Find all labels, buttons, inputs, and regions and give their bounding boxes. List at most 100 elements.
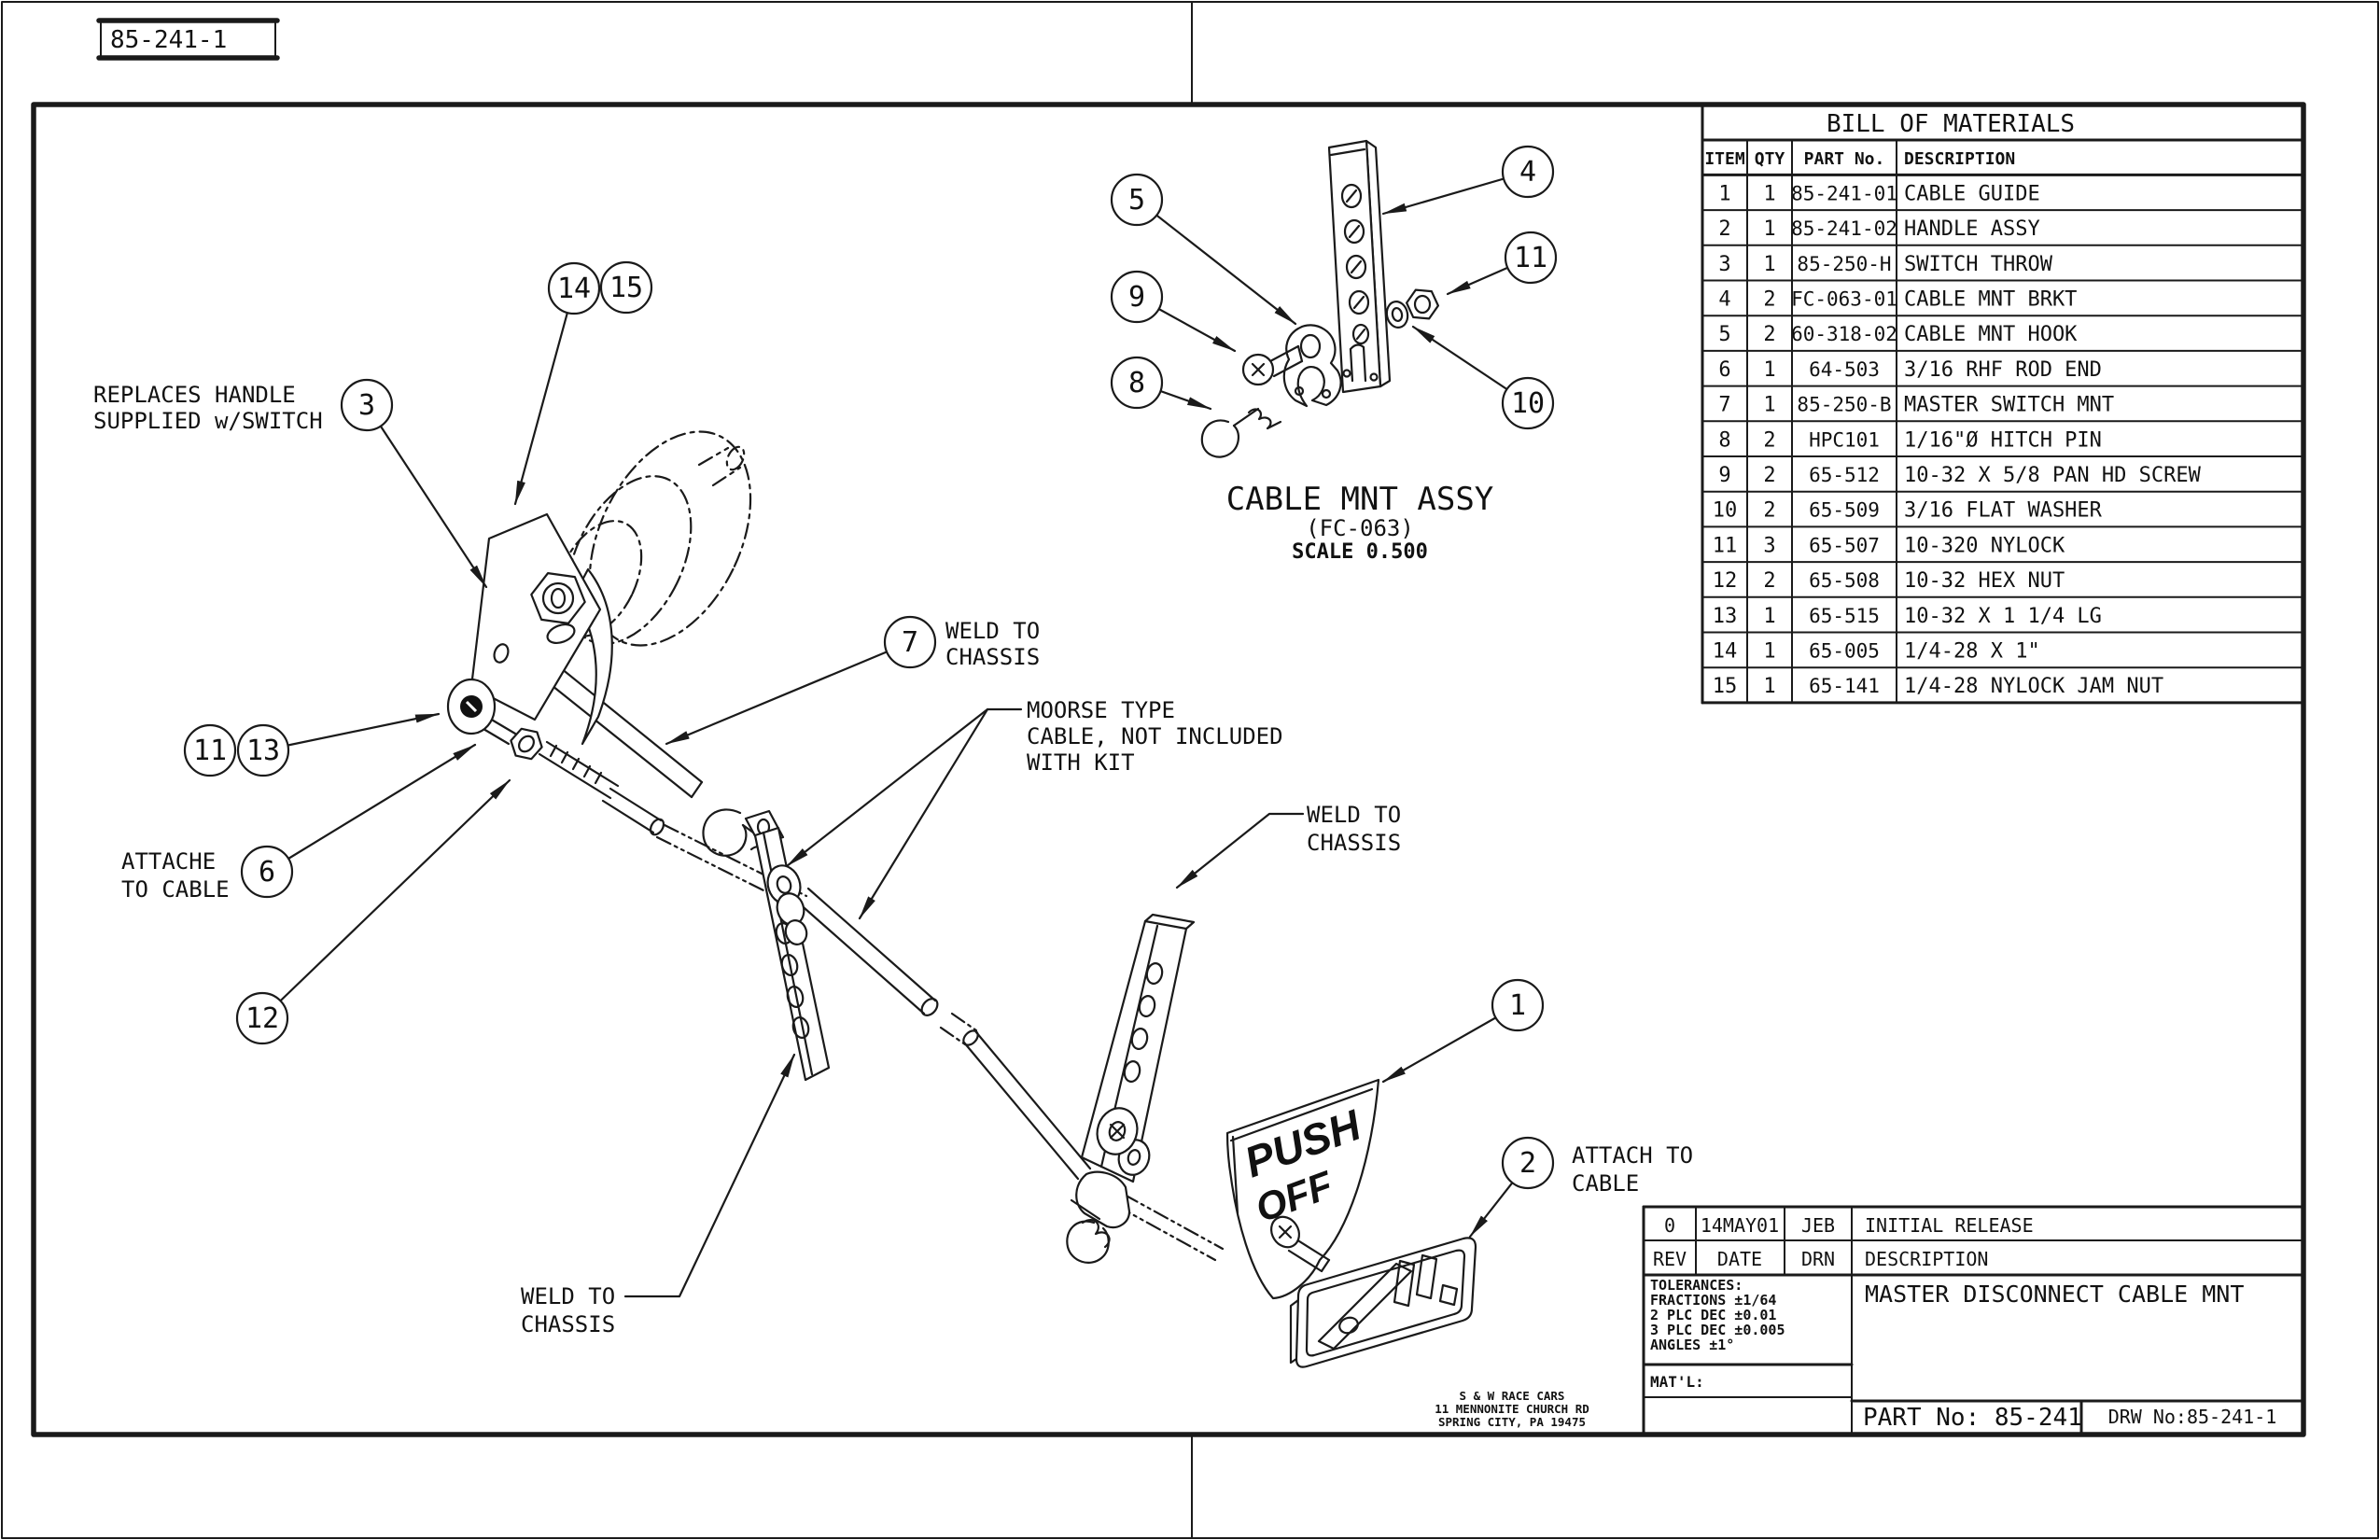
part-number: PART No: 85-241	[1863, 1404, 2082, 1432]
balloon-7: 7	[883, 615, 937, 669]
svg-text:65-507: 65-507	[1809, 534, 1880, 556]
svg-text:12: 12	[245, 1002, 279, 1035]
label-moorse-1: MOORSE TYPE	[1027, 697, 1175, 723]
balloon-1: 1	[1491, 978, 1545, 1032]
svg-text:2: 2	[1519, 1147, 1536, 1180]
detail-flat-washer	[1385, 301, 1409, 329]
balloon-10: 10	[1501, 376, 1555, 430]
svg-text:15: 15	[1713, 675, 1738, 698]
bom-col-item: ITEM	[1704, 149, 1745, 169]
label-attache-1: ATTACHE	[121, 848, 216, 875]
label-weld-switch-2: CHASSIS	[945, 644, 1040, 670]
svg-text:6: 6	[1718, 358, 1730, 382]
attach-screw	[1269, 1215, 1331, 1273]
svg-text:7: 7	[1718, 394, 1730, 417]
drw-number: DRW No:85-241-1	[2108, 1406, 2277, 1428]
svg-text:64-503: 64-503	[1809, 358, 1880, 381]
rev-header: REV	[1653, 1248, 1687, 1270]
svg-text:14: 14	[557, 273, 591, 305]
svg-text:65-509: 65-509	[1809, 499, 1880, 522]
annotation-labels: REPLACES HANDLE SUPPLIED w/SWITCH WELD T…	[93, 382, 1693, 1337]
bom-col-qty: QTY	[1755, 149, 1785, 169]
svg-text:85-250-H: 85-250-H	[1797, 253, 1891, 275]
svg-text:2: 2	[1718, 217, 1730, 241]
svg-text:1/16"Ø HITCH PIN: 1/16"Ø HITCH PIN	[1904, 428, 2102, 452]
svg-text:2: 2	[1763, 323, 1775, 346]
svg-text:85-241-01: 85-241-01	[1791, 182, 1897, 204]
bom-title: BILL OF MATERIALS	[1827, 110, 2075, 138]
svg-text:1: 1	[1763, 394, 1775, 417]
svg-text:13: 13	[1713, 605, 1738, 628]
bom-col-part: PART No.	[1804, 149, 1885, 169]
balloon-11-left: 11	[183, 723, 237, 777]
svg-text:HPC101: HPC101	[1809, 428, 1880, 451]
svg-text:FC-063-01: FC-063-01	[1791, 288, 1897, 311]
logo-swoosh	[1317, 1262, 1413, 1351]
svg-text:4: 4	[1718, 288, 1730, 312]
tolerances-1: TOLERANCES:	[1650, 1277, 1743, 1294]
doc-id-text: 85-241-1	[110, 26, 227, 54]
moorse-leader-a	[858, 707, 1023, 920]
threaded-rod-and-tube	[538, 740, 665, 836]
svg-text:14: 14	[1713, 640, 1738, 664]
label-replaces-1: REPLACES HANDLE	[93, 382, 296, 408]
svg-text:3/16 FLAT WASHER: 3/16 FLAT WASHER	[1904, 499, 2103, 523]
svg-text:1/4-28 NYLOCK JAM NUT: 1/4-28 NYLOCK JAM NUT	[1904, 675, 2163, 698]
svg-text:SWITCH THROW: SWITCH THROW	[1904, 253, 2053, 276]
svg-text:85-241-02: 85-241-02	[1791, 217, 1897, 240]
bom-row: 10 2 65-509 3/16 FLAT WASHER	[1713, 499, 2103, 523]
date-header: DATE	[1717, 1248, 1762, 1270]
drn-header: DRN	[1801, 1248, 1835, 1270]
svg-text:HANDLE ASSY: HANDLE ASSY	[1904, 217, 2040, 241]
svg-text:MASTER SWITCH MNT: MASTER SWITCH MNT	[1904, 394, 2114, 417]
svg-text:2: 2	[1763, 499, 1775, 523]
title-block: 0 14MAY01 JEB INITIAL RELEASE REV DATE D…	[1642, 1205, 2305, 1436]
svg-text:10-32 X 5/8 PAN HD SCREW: 10-32 X 5/8 PAN HD SCREW	[1904, 464, 2202, 487]
detail-part: (FC-063)	[1306, 515, 1414, 541]
detail-scale: SCALE 0.500	[1292, 540, 1428, 564]
detail-title: CABLE MNT ASSY	[1226, 481, 1494, 518]
callout-balloons: 3 14 15 11 13 6 12 7 5 9 8 4 11 10 1 2	[183, 145, 1558, 1190]
handle-assembly	[469, 512, 613, 746]
tolerances-2: FRACTIONS ±1/64	[1650, 1292, 1776, 1309]
svg-text:5: 5	[1128, 184, 1145, 217]
hitch-pin-right	[1066, 1220, 1110, 1264]
company-name: S & W RACE CARS	[1460, 1389, 1565, 1403]
svg-text:65-005: 65-005	[1809, 640, 1880, 663]
svg-text:10-320 NYLOCK: 10-320 NYLOCK	[1904, 534, 2065, 557]
svg-text:1/4-28 X 1": 1/4-28 X 1"	[1904, 640, 2040, 664]
balloon-13: 13	[236, 723, 290, 777]
svg-text:1: 1	[1763, 640, 1775, 664]
balloon-12: 12	[235, 991, 289, 1045]
svg-text:9: 9	[1128, 281, 1145, 314]
label-weld-switch-1: WELD TO	[945, 618, 1040, 644]
balloon-8: 8	[1110, 356, 1164, 410]
svg-text:4: 4	[1519, 156, 1536, 189]
bracket-strap-left	[753, 826, 831, 1082]
cable-hook-right	[1075, 1170, 1131, 1229]
tolerances-3: 2 PLC DEC ±0.01	[1650, 1307, 1776, 1323]
svg-text:11: 11	[1514, 242, 1547, 274]
svg-text:10: 10	[1713, 499, 1738, 523]
svg-text:1: 1	[1718, 182, 1730, 205]
company-street: 11 MENNONITE CHURCH RD	[1435, 1402, 1589, 1416]
cable-mount-bracket-left	[702, 808, 831, 1082]
hitch-pin-left	[702, 808, 748, 857]
svg-text:CABLE MNT BRKT: CABLE MNT BRKT	[1904, 288, 2077, 312]
svg-text:1: 1	[1763, 182, 1775, 205]
cable-mount-bracket-right	[1066, 913, 1196, 1264]
tolerances-4: 3 PLC DEC ±0.005	[1650, 1322, 1785, 1338]
